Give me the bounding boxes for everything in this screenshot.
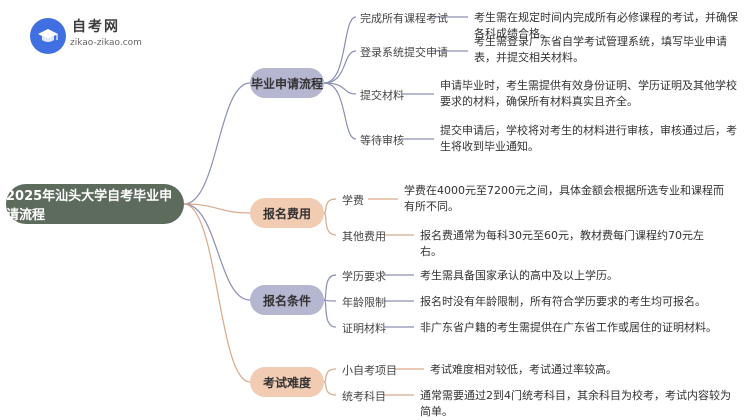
sub-item-label: 学费 (342, 194, 364, 207)
root-connector (183, 82, 251, 205)
category-difficulty: 考试难度 (250, 367, 324, 397)
category-fees: 报名费用 (250, 198, 324, 228)
logo-url: zikao-zikao.com (70, 38, 142, 48)
category-requirements: 报名条件 (250, 285, 324, 315)
sub-item-label: 提交材料 (360, 89, 404, 102)
connector-lines (183, 16, 468, 396)
root-connector (183, 203, 251, 214)
sub-item-desc: 考生需具备国家承认的高中及以上学历。 (420, 269, 618, 282)
branch-connector (323, 368, 337, 383)
sub-item-desc: 非广东省户籍的考生需提供在广东省工作或居住的证明材料。 (420, 321, 717, 334)
branch-connector (323, 381, 337, 396)
root-connector (183, 203, 251, 383)
sub-item-label: 学历要求 (342, 270, 386, 283)
logo-badge (30, 18, 66, 54)
sub-item-desc: 学费在4000元至7200元之间，具体金额会根据所选专业和课程而有所不同。 (404, 184, 724, 213)
branch-connector (323, 198, 337, 214)
sub-item-label: 统考科目 (342, 390, 386, 403)
branch-connector (323, 16, 357, 84)
sub-item-label: 年龄限制 (342, 296, 386, 309)
branch-connector (323, 50, 357, 84)
sub-item-label: 证明材料 (342, 322, 386, 335)
sub-item-desc: 考生需在规定时间内完成所有必修课程的考试，并确保各科成绩合格。 (474, 11, 738, 40)
sub-item-label: 其他费用 (342, 230, 386, 243)
graduation-cap-icon (38, 29, 58, 42)
root-connector (183, 203, 251, 301)
branch-connector (323, 212, 337, 236)
mind-map: 自考网 zikao-zikao.com 2025年汕头大学自考毕业申请流程 毕业… (6, 11, 738, 418)
branch-connector (323, 299, 337, 328)
branch-connector (323, 82, 357, 95)
sub-item-desc: 考生需登录广东省自学考试管理系统，填写毕业申请表，并提交相关材料。 (474, 35, 727, 64)
sub-item-label: 小自考项目 (342, 364, 397, 377)
sub-item-desc: 通常需要通过2到4门统考科目，其余科目为校考，考试内容较为简单。 (420, 389, 731, 418)
sub-item-desc: 报名时没有年龄限制，所有符合学历要求的考生均可报名。 (420, 295, 706, 308)
root-node: 2025年汕头大学自考毕业申请流程 (6, 184, 184, 224)
logo-title: 自考网 (72, 19, 120, 35)
branch-connector (323, 299, 337, 302)
category-graduation-process: 毕业申请流程 (250, 68, 324, 98)
sub-item-desc: 报名费通常为每科30元至60元，教材费每门课程约70元左右。 (420, 229, 704, 258)
branch-connector (323, 82, 357, 140)
sub-item-desc: 申请毕业时，考生需提供有效身份证明、学历证明及其他学校要求的材料，确保所有材料真… (440, 79, 737, 108)
sub-item-label: 等待审核 (360, 134, 404, 147)
sub-item-label: 登录系统提交申请 (360, 46, 448, 59)
sub-item-label: 完成所有课程考试 (360, 12, 448, 25)
branch-connector (323, 274, 337, 301)
sub-item-desc: 考试难度相对较低，考试通过率较高。 (430, 363, 617, 376)
sub-item-desc: 提交申请后，学校将对考生的材料进行审核，审核通过后，考生将收到毕业通知。 (440, 124, 737, 153)
